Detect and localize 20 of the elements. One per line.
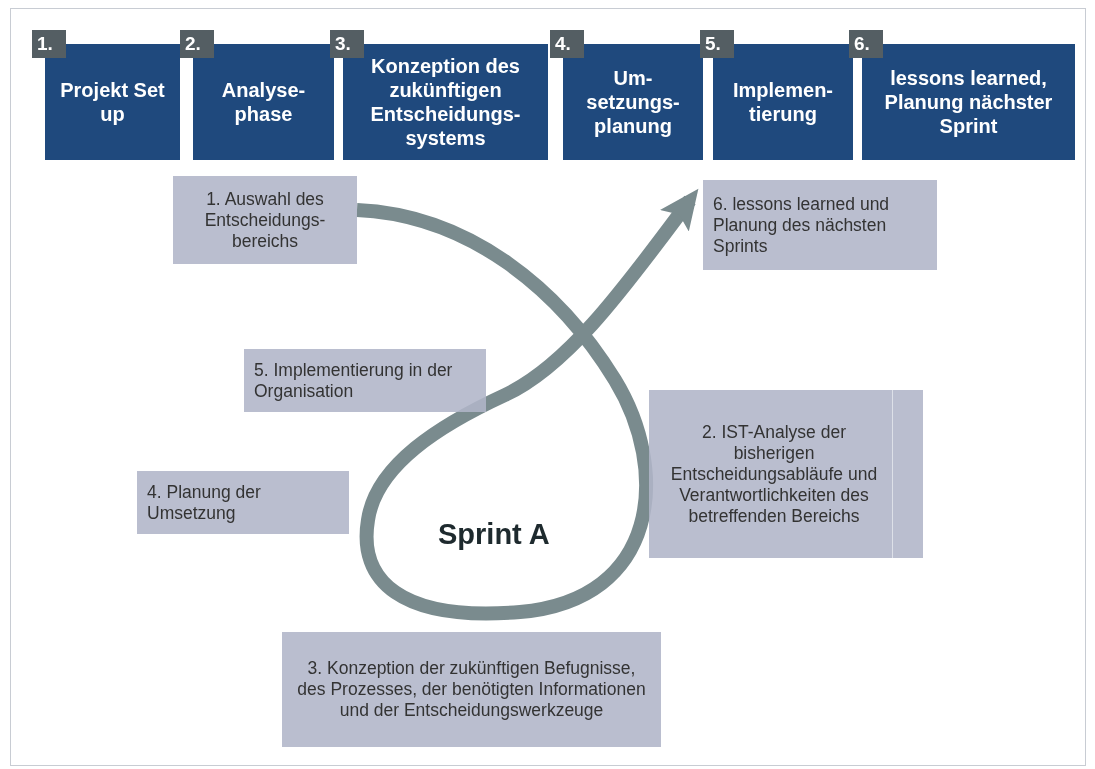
step-number: 1. <box>32 30 66 58</box>
step-box: 6. lessons learned und Planung des nächsten Sprints <box>703 180 937 270</box>
phase-title: Um- setzungs- planung <box>585 66 681 138</box>
phase-title: Implemen- tierung <box>732 78 834 126</box>
sprint-label: Sprint A <box>438 518 550 551</box>
step-number: 2. <box>180 30 214 58</box>
step-number: 3. <box>330 30 364 58</box>
step-box: 4. Planung der Umsetzung <box>137 471 349 534</box>
loop-arrow <box>356 188 699 621</box>
step-box: 1. Auswahl des Entscheidungs- bereichs <box>173 176 357 264</box>
step-box: 2. IST-Analyse der bisherigen Entscheidungsabläufe und Verantwortlichkeiten des betreffenden Bereichs <box>649 390 923 558</box>
step-box: 3. Konzeption der zukünftigen Befugnisse, des Prozesses, der benötigten Informationen und der Entscheidungswerkzeuge <box>282 632 661 747</box>
step-number: 5. <box>700 30 734 58</box>
step-number: 4. <box>550 30 584 58</box>
phase-title: Projekt Set up <box>59 78 166 126</box>
phase-title: Analyse- phase <box>220 78 307 126</box>
step-box: 5. Implementierung in der Organisation <box>244 349 486 412</box>
phase-title: Konzeption des zukünftigen Entscheidungs- systems <box>369 54 522 150</box>
step-number: 6. <box>849 30 883 58</box>
phase-title: lessons learned, Planung nächster Sprint <box>883 66 1054 138</box>
